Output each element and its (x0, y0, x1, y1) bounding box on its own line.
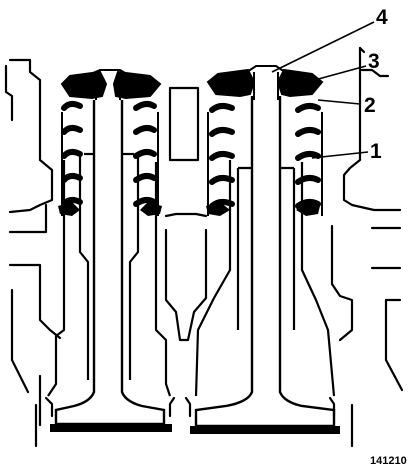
right-valve-spring-seat (206, 202, 320, 216)
right-valve (190, 65, 340, 434)
left-valve-retainer (60, 69, 162, 100)
leader-3 (299, 65, 367, 85)
left-valve-seat (50, 424, 172, 432)
left-valve-keepers (95, 74, 121, 100)
right-valve-stem (194, 96, 336, 428)
leader-4 (271, 21, 375, 73)
cylinder-head-casting (4, 46, 404, 448)
callout-3: 3 (368, 50, 380, 73)
right-valve-guide (236, 166, 296, 330)
left-valve-spring-coils (61, 100, 157, 207)
callout-1: 1 (370, 140, 382, 163)
right-valve-seat (190, 426, 340, 434)
figure-number: 141210 (370, 455, 407, 467)
leader-2 (317, 99, 361, 105)
right-valve-spring-coils (209, 102, 321, 209)
right-valve-keepers (253, 72, 279, 100)
left-valve-guide (78, 152, 140, 380)
leader-1 (311, 151, 369, 159)
left-valve (47, 69, 172, 432)
left-valve-spring-seat (58, 202, 162, 216)
left-valve-ports (47, 160, 172, 397)
callout-4: 4 (376, 6, 388, 29)
right-valve-spring-inner (207, 112, 323, 216)
left-valve-spring-inner (61, 112, 159, 216)
right-valve-ports (194, 160, 336, 397)
left-valve-stem (54, 100, 166, 426)
right-valve-retainer (206, 65, 324, 98)
callout-leaders (271, 21, 375, 159)
callout-2: 2 (364, 94, 376, 117)
